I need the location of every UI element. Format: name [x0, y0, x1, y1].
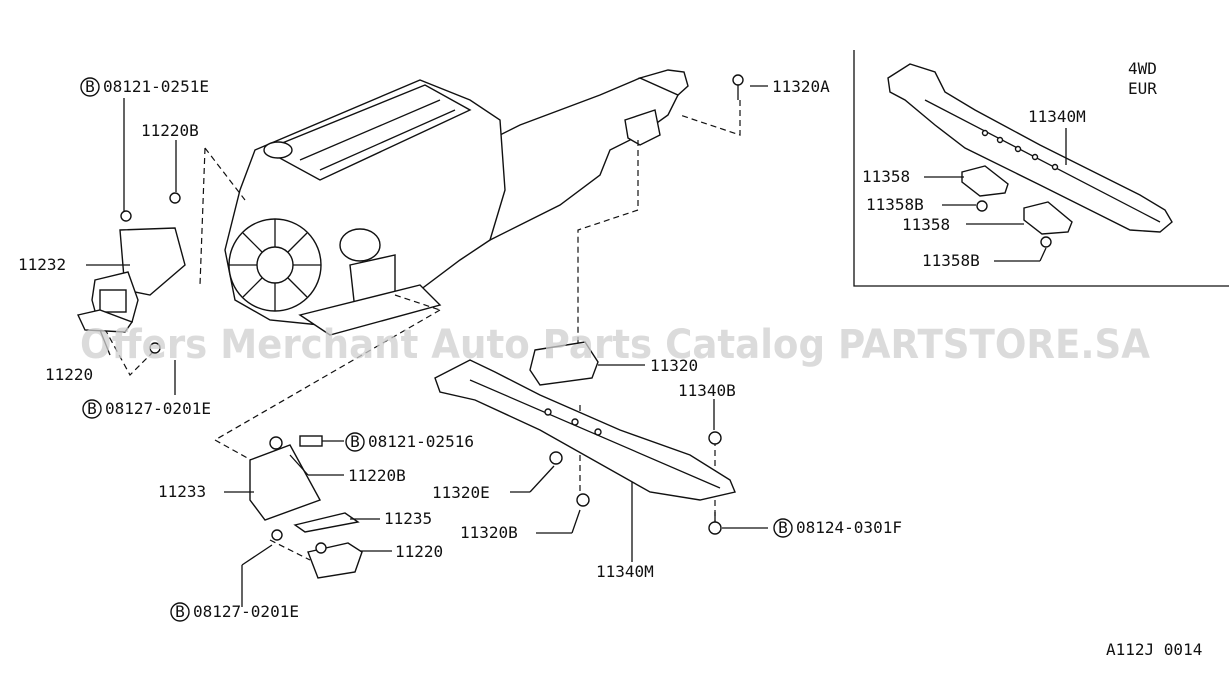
inset-4wd-eur: 4WD EUR 11340M 11358 11358B 11358 11358B — [853, 50, 1229, 287]
callout-08121-0251E-prefix: B — [85, 77, 95, 96]
inset-callout-11358-b: 11358 — [902, 215, 950, 234]
callout-08127-0201E-left-prefix: B — [87, 399, 97, 418]
callout-08124-0301F-prefix: B — [778, 518, 788, 537]
callout-08121-02516-prefix: B — [350, 432, 360, 451]
callout-11220-lower: 11220 — [395, 542, 443, 561]
transmission-bracket — [624, 109, 661, 146]
callout-08127-0201E-left-prefix-ring — [82, 399, 102, 419]
inset-variant-line2: EUR — [1128, 79, 1157, 98]
callout-11320: 11320 — [650, 356, 698, 375]
callout-08127-0201E-lower-prefix-ring — [170, 602, 190, 622]
lower-engine-mount — [249, 435, 363, 579]
callout-08121-02516: 08121-02516 — [368, 432, 474, 451]
fasteners — [549, 74, 744, 535]
engine-assembly — [224, 69, 689, 336]
watermark-text: Offers Merchant Auto Parts Catalog PARTS… — [80, 322, 1150, 368]
callout-08121-02516-prefix-ring — [345, 432, 365, 452]
crossmember-11340M — [434, 341, 736, 501]
inset-callout-11358B-b: 11358B — [922, 251, 980, 270]
callout-08121-0251E: 08121-0251E — [103, 77, 209, 96]
callout-08127-0201E-left: 08127-0201E — [105, 399, 211, 418]
callout-11340B: 11340B — [678, 381, 736, 400]
callout-11320B: 11320B — [460, 523, 518, 542]
left-engine-mount — [76, 192, 186, 354]
callout-11233: 11233 — [158, 482, 206, 501]
callout-11220B-lower: 11220B — [348, 466, 406, 485]
callout-labels: B 08121-0251E 11220B 11232 11220 B 08127… — [18, 77, 902, 622]
callout-08127-0201E-lower-prefix: B — [175, 602, 185, 621]
figure-code: A112J 0014 — [1106, 640, 1202, 659]
callout-11340M-main: 11340M — [596, 562, 654, 581]
callout-08124-0301F: 08124-0301F — [796, 518, 902, 537]
callout-08121-0251E-prefix-ring — [80, 77, 100, 97]
callout-11235: 11235 — [384, 509, 432, 528]
callout-11320A: 11320A — [772, 77, 830, 96]
inset-callout-11340M: 11340M — [1028, 107, 1086, 126]
callout-08127-0201E-lower: 08127-0201E — [193, 602, 299, 621]
callout-11232: 11232 — [18, 255, 66, 274]
inset-callout-11358-a: 11358 — [862, 167, 910, 186]
inset-callout-11358B-a: 11358B — [866, 195, 924, 214]
callout-11320E: 11320E — [432, 483, 490, 502]
inset-variant-line1: 4WD — [1128, 59, 1157, 78]
callout-08124-0301F-prefix-ring — [773, 518, 793, 538]
callout-11220B-top: 11220B — [141, 121, 199, 140]
leader-lines — [86, 85, 768, 607]
callout-11220-left: 11220 — [45, 365, 93, 384]
